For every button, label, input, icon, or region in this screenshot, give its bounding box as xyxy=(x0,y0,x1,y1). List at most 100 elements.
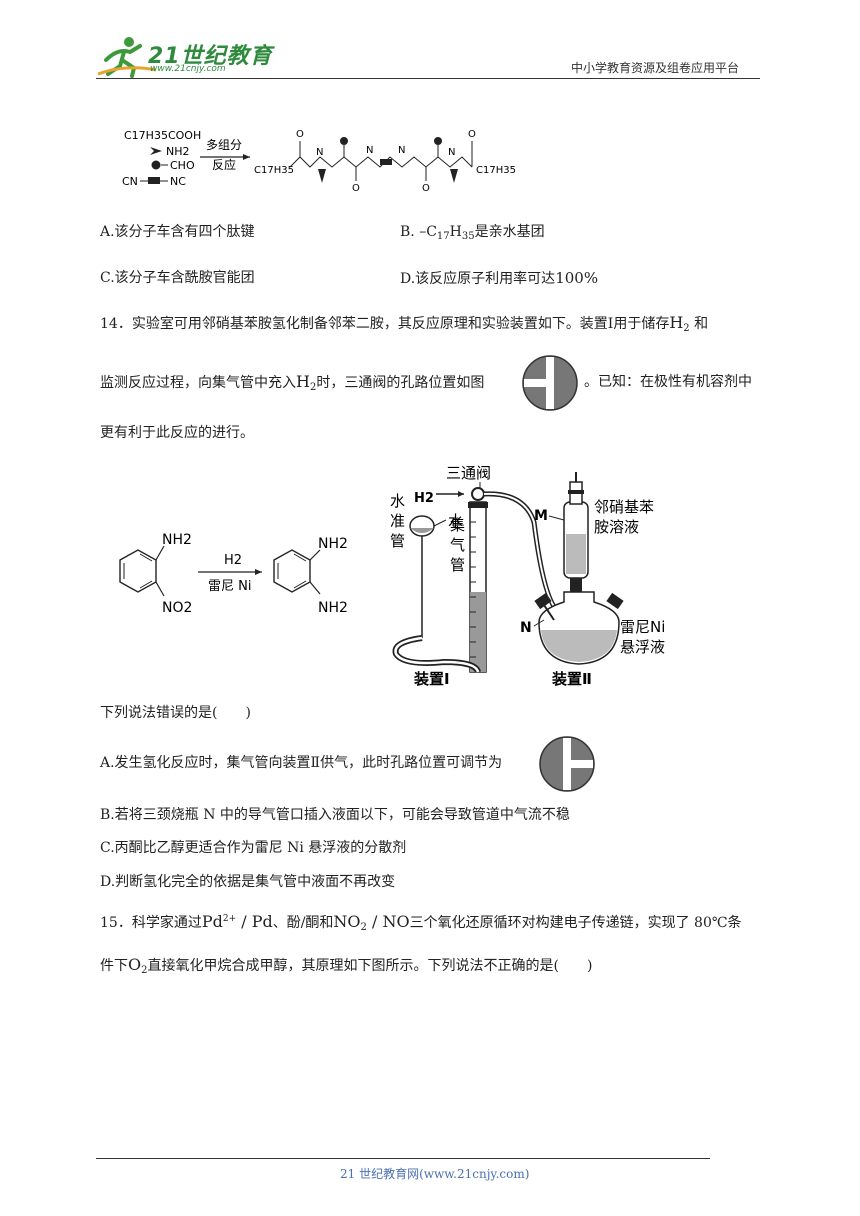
reaction-arrow-top: H2 xyxy=(224,553,242,568)
q14-question: 下列说法错误的是( ) xyxy=(100,705,251,721)
triangle-marker-icon xyxy=(150,147,162,155)
atom-n-3: N xyxy=(398,145,405,156)
reactant-nh2: NH2 xyxy=(162,532,192,548)
q13-option-d: D.该反应原子利用率可达100% xyxy=(400,268,598,289)
label-three-way-valve: 三通阀 xyxy=(446,464,491,482)
option-b-suffix: 是亲水基团 xyxy=(474,224,545,240)
triangle-marker-icon xyxy=(318,169,326,183)
atom-o-4: O xyxy=(468,129,476,140)
q13-option-c: C.该分子车含酰胺官能团 xyxy=(100,270,255,286)
q15-no2-sub: 2 xyxy=(360,922,367,933)
q15-o2: O xyxy=(128,955,142,974)
logo-url: www.21cnjy.com xyxy=(150,64,226,74)
label-solution: 邻硝基苯胺溶液 xyxy=(594,498,654,536)
reactant-isocyanide-left: CN xyxy=(122,175,138,188)
q15-pd-slash: / Pd xyxy=(236,912,273,931)
header-logo xyxy=(96,34,266,80)
option-b-mid: H xyxy=(449,224,462,240)
label-suspension: 悬浮液 xyxy=(620,638,665,656)
header-divider xyxy=(96,78,760,79)
q13-reaction-scheme: C17H35COOH NH2 CHO CN NC 多组分 反应 C17H35 O… xyxy=(118,125,538,195)
atom-o-3: O xyxy=(422,183,430,194)
label-gas-tube: 集气管 xyxy=(450,516,465,574)
reactant-isocyanide-right: NC xyxy=(170,175,186,188)
q14-h2-sub: 2 xyxy=(683,323,690,334)
q15-line1-suffix: 三个氧化还原循环对构建电子传递链，实现了 80℃条 xyxy=(409,915,742,931)
q15-pd: Pd xyxy=(201,912,223,931)
q15-o2-sub: 2 xyxy=(141,965,148,976)
q14-h2-b: H xyxy=(296,372,310,391)
label-device-1: 装置Ⅰ xyxy=(413,670,450,688)
triangle-marker-icon xyxy=(450,169,458,183)
q13-option-a: A.该分子车含有四个肽键 xyxy=(100,224,255,240)
label-n: N xyxy=(520,620,532,636)
q15-mid1: 、酚/酮和 xyxy=(272,915,334,931)
arrow-label-bottom: 反应 xyxy=(212,157,236,172)
dot-marker-icon xyxy=(151,160,161,170)
label-water: 水 xyxy=(448,512,463,530)
q14-line2: 监测反应过程，向集气管中充入H2时，三通阀的孔路位置如图 xyxy=(100,372,484,398)
option-b-sub2: 35 xyxy=(461,231,475,242)
q14-line2-prefix: 监测反应过程，向集气管中充入 xyxy=(100,375,296,391)
option-b-prefix: B. –C xyxy=(400,224,437,240)
q14-line2-suffix: 。已知：在极性有机容剂中 xyxy=(584,374,752,390)
reactant-aldehyde: CHO xyxy=(170,159,195,172)
q14-option-b: B.若将三颈烧瓶 N 中的导气管口插入液面以下，可能会导致管道中气流不稳 xyxy=(100,807,570,823)
square-marker-icon xyxy=(380,159,392,165)
label-h2-inlet: H2 xyxy=(414,491,434,506)
header-platform-text: 中小学教育资源及组卷应用平台 xyxy=(571,61,740,75)
q14-apparatus: 三通阀 H2 集气管 水 水准管 装置Ⅰ xyxy=(384,462,704,690)
footer-text: 21 世纪教育网(www.21cnjy.com) xyxy=(340,1167,530,1181)
q14-line1-suffix: 和 xyxy=(694,316,709,332)
q15-pd-sup: 2+ xyxy=(222,914,237,924)
square-marker-icon xyxy=(148,177,160,184)
q15-line1-prefix: 15．科学家通过 xyxy=(100,915,202,931)
atom-n-4: N xyxy=(448,147,455,158)
product-chain-left: C17H35 xyxy=(254,165,294,176)
q14-h2-b-sub: 2 xyxy=(309,382,317,393)
atom-n-1: N xyxy=(316,147,323,158)
q14-h2: H xyxy=(669,313,684,332)
q14-reaction: NH2 NO2 H2 雷尼 Ni NH2 NH2 xyxy=(100,520,370,630)
q14-option-a: A.发生氢化反应时，集气管向装置Ⅱ供气，此时孔路位置可调节为 xyxy=(100,755,503,771)
option-d-prefix: D.该反应原子利用率可达 xyxy=(400,271,556,287)
product-chain-right: C17H35 xyxy=(476,165,516,176)
valve-position-icon-option-a xyxy=(538,735,596,793)
label-raney: 雷尼Ni xyxy=(620,618,665,636)
dot-marker-icon xyxy=(340,137,348,145)
atom-o-1: O xyxy=(296,129,304,140)
q14-option-c: C.丙酮比乙醇更适合作为雷尼 Ni 悬浮液的分散剂 xyxy=(100,840,407,856)
valve-icon xyxy=(471,487,485,501)
q14-line2-mid: 时，三通阀的孔路位置如图 xyxy=(316,375,485,391)
reactant-no2: NO2 xyxy=(162,600,192,616)
q15-line2-suffix: 直接氧化甲烷合成甲醇，其原理如下图所示。下列说法不正确的是( ) xyxy=(147,958,593,974)
reactant-acid: C17H35COOH xyxy=(124,129,201,142)
q15-no2: NO xyxy=(333,912,361,931)
dot-marker-icon xyxy=(434,137,442,145)
arrow-label-top: 多组分 xyxy=(206,138,242,152)
label-level-tube: 水准管 xyxy=(390,492,405,550)
q15-line2-prefix: 件下 xyxy=(100,958,128,974)
logo-title: 21世纪教育 xyxy=(148,44,273,69)
product-nh2-1: NH2 xyxy=(318,536,348,552)
q15-no-part: / NO xyxy=(366,912,410,931)
valve-position-icon xyxy=(521,354,579,412)
reaction-arrow-bottom: 雷尼 Ni xyxy=(208,579,251,594)
q14-line3: 更有利于此反应的进行。 xyxy=(100,425,254,441)
option-d-value: 100% xyxy=(555,269,599,287)
runner-icon xyxy=(97,37,157,78)
footer-divider xyxy=(96,1158,710,1159)
product-nh2-2: NH2 xyxy=(318,600,348,616)
q14-option-d: D.判断氢化完全的依据是集气管中液面不再改变 xyxy=(100,874,396,890)
q14-line1: 14．实验室可用邻硝基苯胺氢化制备邻苯二胺，其反应原理和实验装置如下。装置Ⅰ用于… xyxy=(100,313,708,339)
q15-line1: 15．科学家通过Pd2+ / Pd、酚/酮和NO2 / NO三个氧化还原循环对构… xyxy=(100,909,742,938)
reactant-amine: NH2 xyxy=(166,145,190,158)
label-device-2: 装置Ⅱ xyxy=(551,670,592,688)
q15-line2: 件下O2直接氧化甲烷合成甲醇，其原理如下图所示。下列说法不正确的是( ) xyxy=(100,955,592,981)
label-m: M xyxy=(534,508,548,524)
atom-o-2: O xyxy=(352,183,360,194)
atom-n-2: N xyxy=(366,145,373,156)
option-b-sub1: 17 xyxy=(436,231,450,242)
q14-line1-prefix: 14．实验室可用邻硝基苯胺氢化制备邻苯二胺，其反应原理和实验装置如下。装置Ⅰ用于… xyxy=(100,316,670,332)
q13-option-b: B. –C17H35是亲水基团 xyxy=(400,222,545,247)
